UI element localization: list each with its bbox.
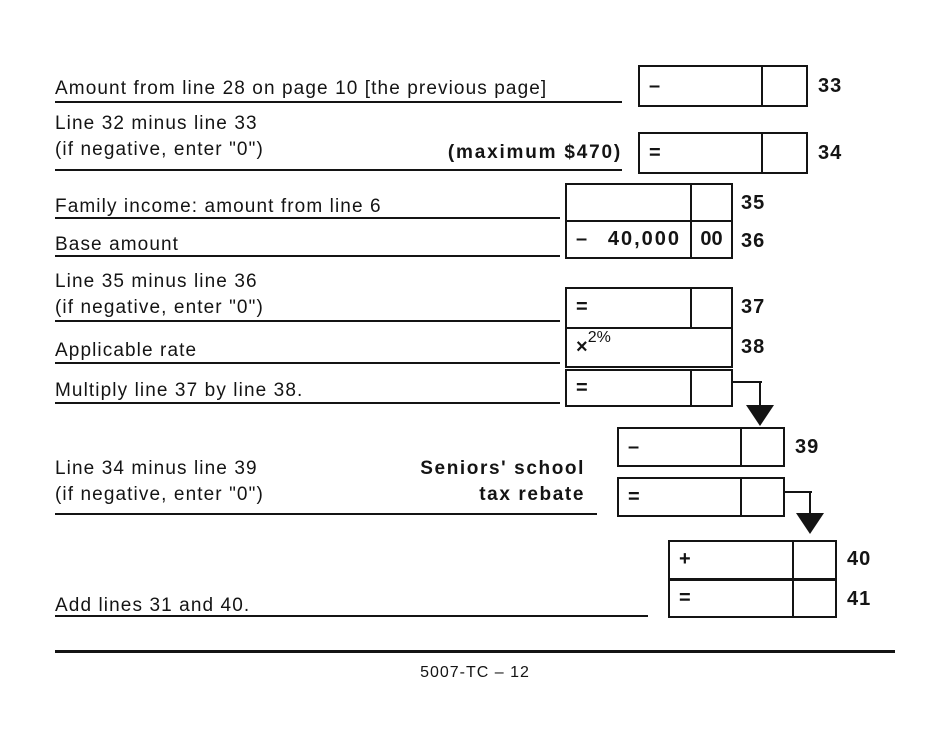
amount-box-37[interactable]: = — [567, 289, 731, 327]
multiply-operator-38: × — [576, 335, 588, 358]
amount-box-33[interactable]: – — [638, 65, 808, 107]
equals-operator-34: = — [649, 141, 661, 164]
line-39-underline — [55, 513, 597, 515]
base-amount-dollars: 40,000 — [607, 228, 681, 250]
rate-box-38: × 2% — [567, 326, 731, 367]
flow-arrow-1-horizontal — [733, 381, 762, 383]
rate-value-38: 2% — [587, 328, 611, 346]
flow-arrow-2-head-icon — [796, 513, 824, 534]
amount-box-rebate-result[interactable]: = — [617, 477, 785, 517]
rebate-title-line-2: tax rebate — [479, 484, 585, 505]
dollars-field-35[interactable] — [567, 185, 690, 220]
line-38-description: Applicable rate — [55, 340, 198, 361]
cents-field-41[interactable] — [792, 580, 835, 616]
footer-divider — [55, 650, 895, 653]
dollars-field-33[interactable] — [660, 67, 761, 105]
dollars-field-40[interactable] — [691, 542, 792, 578]
cents-field-37[interactable] — [690, 289, 731, 327]
cents-field-39[interactable] — [740, 429, 783, 465]
line-34-description-1: Line 32 minus line 33 — [55, 113, 258, 134]
cents-field-38-result[interactable] — [690, 371, 731, 405]
line-34-description-2: (if negative, enter "0") — [55, 139, 264, 160]
line-36-description: Base amount — [55, 234, 180, 255]
line-41-underline — [55, 615, 648, 617]
minus-operator-33: – — [649, 74, 661, 97]
dollars-field-37[interactable] — [588, 289, 690, 327]
flow-arrow-2-vertical — [809, 491, 811, 514]
minus-operator-39: – — [628, 435, 640, 458]
line-35-underline — [55, 217, 560, 219]
line-number-33: 33 — [818, 75, 843, 97]
cents-field-33[interactable] — [761, 67, 806, 105]
cents-field-rebate[interactable] — [740, 479, 783, 515]
plus-operator-40: + — [679, 548, 691, 571]
line-34-underline — [55, 169, 622, 171]
line-37-underline — [55, 320, 560, 322]
line-35-description: Family income: amount from line 6 — [55, 196, 382, 217]
line-number-39: 39 — [795, 436, 820, 458]
amount-box-group-35-36: – 40,000 00 — [565, 183, 733, 259]
rebate-title-line-1: Seniors' school — [420, 458, 585, 479]
equals-operator-37: = — [576, 296, 588, 319]
line-34-maximum-note: (maximum $470) — [447, 142, 622, 163]
line-39-description-2: (if negative, enter "0") — [55, 484, 264, 505]
line-41-description: Add lines 31 and 40. — [55, 595, 251, 616]
flow-arrow-1-head-icon — [746, 405, 774, 426]
amount-box-40[interactable]: + — [670, 542, 835, 578]
dollars-field-39[interactable] — [639, 429, 740, 465]
line-36-underline — [55, 255, 560, 257]
line-33-description: Amount from line 28 on page 10 [the prev… — [55, 78, 548, 99]
equals-operator-41: = — [679, 586, 691, 609]
amount-box-39[interactable]: – — [617, 427, 785, 467]
minus-operator-36: – — [576, 228, 588, 250]
page-footer-code: 5007-TC – 12 — [420, 664, 530, 681]
dollars-field-41[interactable] — [691, 581, 792, 617]
line-37-description-1: Line 35 minus line 36 — [55, 271, 258, 292]
amount-box-group-40-41: + = — [668, 540, 837, 618]
amount-box-34[interactable]: = — [638, 132, 808, 174]
line-number-41: 41 — [847, 588, 872, 610]
flow-arrow-2-horizontal — [785, 491, 812, 493]
cents-field-35[interactable] — [690, 185, 731, 220]
amount-box-36: – 40,000 00 — [567, 220, 731, 257]
line-number-40: 40 — [847, 548, 872, 570]
amount-box-35[interactable] — [567, 185, 731, 220]
line-38-underline — [55, 362, 560, 364]
line-number-37: 37 — [741, 296, 766, 318]
line-37-description-2: (if negative, enter "0") — [55, 297, 264, 318]
cents-field-40[interactable] — [792, 542, 835, 578]
line-38-result-description: Multiply line 37 by line 38. — [55, 380, 304, 401]
cents-field-34[interactable] — [761, 134, 806, 172]
line-39-description-1: Line 34 minus line 39 — [55, 458, 258, 479]
dollars-field-34[interactable] — [661, 134, 761, 172]
amount-box-41[interactable]: = — [670, 577, 835, 617]
dollars-field-38-result[interactable] — [588, 371, 690, 405]
equals-operator-rebate: = — [628, 485, 640, 508]
line-number-38: 38 — [741, 336, 766, 358]
amount-box-38-result[interactable]: = — [565, 369, 733, 407]
flow-arrow-1-vertical — [759, 381, 761, 406]
amount-box-group-37-38: = × 2% — [565, 287, 733, 368]
line-number-36: 36 — [741, 230, 766, 252]
line-38-result-underline — [55, 402, 560, 404]
base-amount-cents: 00 — [690, 222, 731, 257]
line-number-34: 34 — [818, 142, 843, 164]
line-33-underline — [55, 101, 622, 103]
line-number-35: 35 — [741, 192, 766, 214]
equals-operator-38-result: = — [576, 376, 588, 399]
dollars-field-rebate[interactable] — [640, 479, 740, 515]
